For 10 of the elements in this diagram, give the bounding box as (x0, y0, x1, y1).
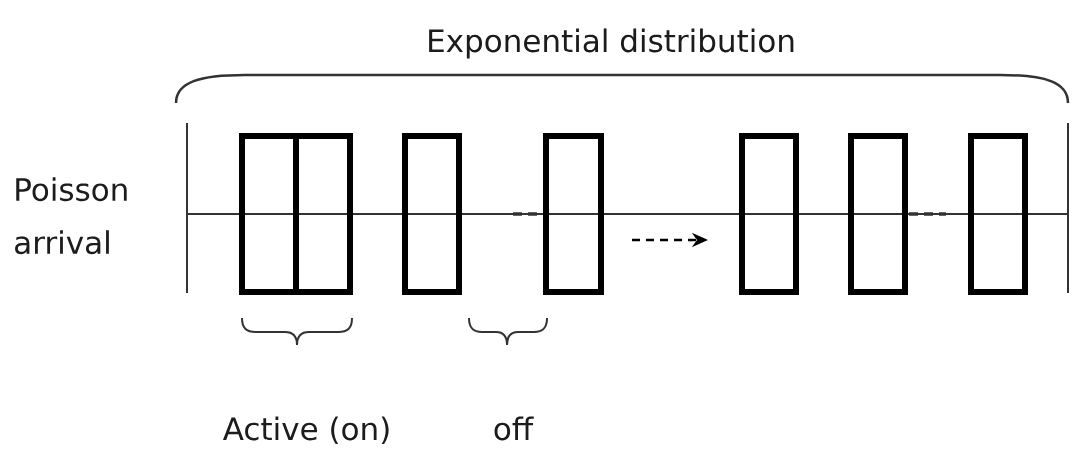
box (739, 133, 799, 295)
row-label: Poisson arrival (15, 177, 127, 255)
box (402, 133, 462, 295)
box (968, 133, 1028, 295)
brace-label: Active (on) (222, 416, 389, 445)
box (848, 133, 908, 295)
box (293, 133, 353, 295)
box (543, 133, 604, 295)
brace-label: Exponential distribution (429, 28, 794, 59)
brace-label: off (494, 416, 534, 441)
